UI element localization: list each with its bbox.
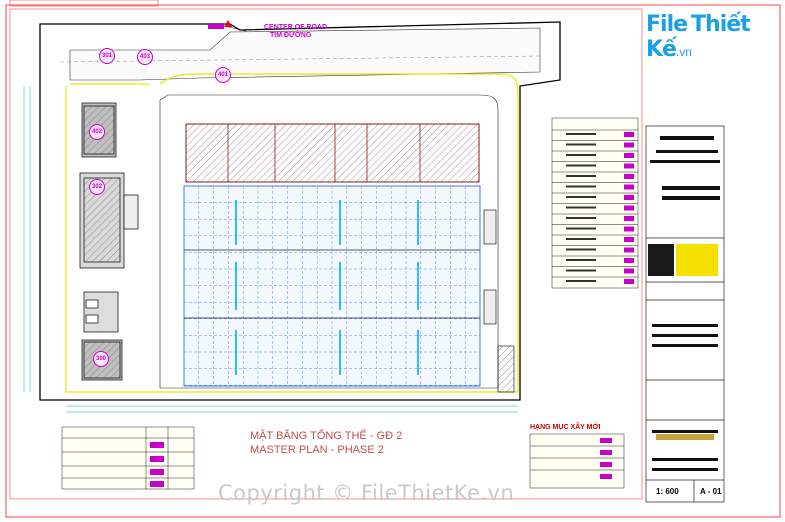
area-table — [61, 426, 195, 490]
scale-label: 1: 600 — [656, 487, 679, 496]
callout-marker: 300 — [93, 351, 109, 367]
internal-road — [65, 73, 519, 393]
legend-table — [551, 117, 639, 289]
drawing-title-vi: MẶT BẰNG TỔNG THỂ - GĐ 2 — [250, 430, 403, 442]
sheet-number: A - 01 — [700, 487, 722, 496]
main-factory — [183, 123, 481, 387]
sheet-border — [5, 4, 781, 518]
drawing-title-en: MASTER PLAN - PHASE 2 — [250, 444, 384, 456]
new-items-title: HẠNG MỤC XÂY MỚI — [530, 424, 601, 431]
road-center-label-vi: TIM ĐƯỜNG — [270, 32, 312, 39]
callout-marker: 402 — [89, 124, 105, 140]
callout-marker: 302 — [89, 179, 105, 195]
road-center-label: CENTER OF ROAD — [264, 24, 327, 31]
callout-marker: 403 — [137, 49, 153, 65]
left-buildings — [79, 102, 139, 381]
copyright-watermark: Copyright © FileThietKe.vn — [218, 481, 515, 505]
site-boundary — [39, 21, 561, 401]
callout-marker: 401 — [215, 67, 231, 83]
title-block — [645, 125, 725, 503]
callout-marker: 301 — [99, 48, 115, 64]
